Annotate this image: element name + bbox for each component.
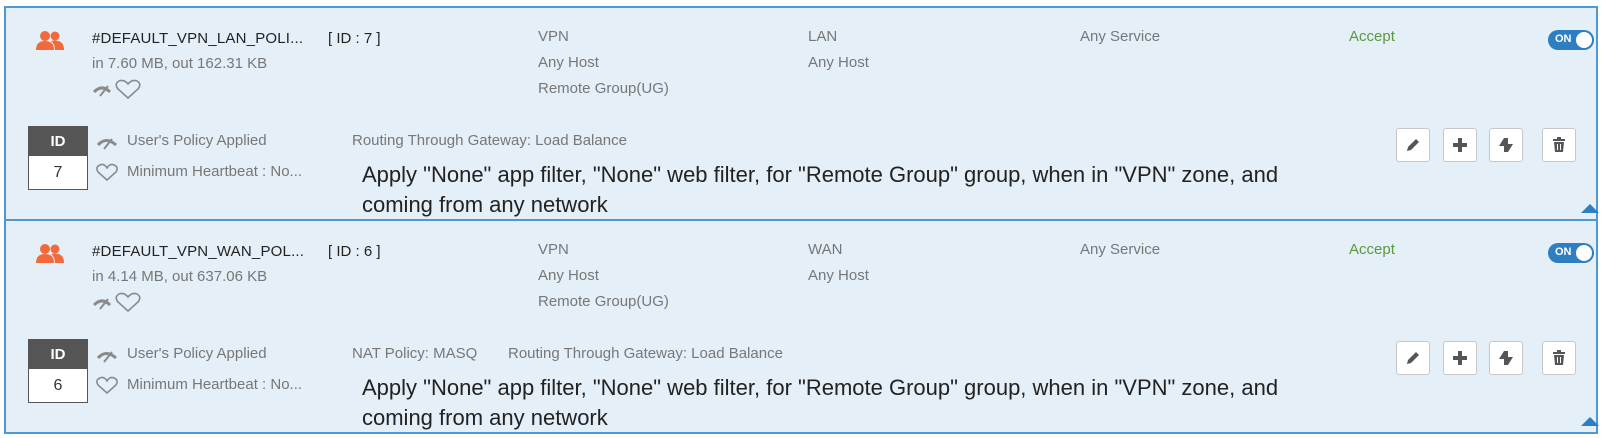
move-button[interactable] — [1489, 341, 1523, 375]
id-header: ID — [29, 127, 87, 156]
source-host: Any Host — [538, 54, 599, 71]
destination-zone: WAN — [808, 241, 843, 258]
heartbeat-label: Minimum Heartbeat : No... — [127, 376, 303, 393]
add-button[interactable] — [1443, 128, 1477, 162]
rule-description: Apply "None" app filter, "None" web filt… — [362, 375, 1279, 430]
rule-id-label: [ ID : 7 ] — [328, 30, 381, 47]
plus-icon — [1453, 138, 1467, 152]
toggle-knob — [1576, 245, 1592, 261]
rule-description: Apply "None" app filter, "None" web filt… — [362, 162, 1279, 217]
rule-id-box: ID 6 — [28, 339, 88, 403]
destination-host: Any Host — [808, 54, 869, 71]
rule-toggle[interactable]: ON — [1548, 30, 1594, 50]
heartbeat-icon — [115, 292, 141, 313]
policy-icon — [92, 85, 112, 97]
service-column: Any Service — [1080, 28, 1161, 45]
move-icon — [1499, 351, 1513, 365]
users-icon — [36, 244, 64, 263]
service-column: Any Service — [1080, 241, 1161, 258]
policy-icon — [92, 298, 112, 310]
rule-id-label: [ ID : 6 ] — [328, 243, 381, 260]
rule-name[interactable]: #DEFAULT_VPN_WAN_POL... — [92, 243, 305, 260]
rule-status-icons — [92, 79, 141, 100]
toggle-label: ON — [1555, 246, 1572, 258]
destination-column: WAN Any Host — [808, 237, 869, 289]
nat-policy-info: NAT Policy: MASQ — [352, 345, 478, 362]
heartbeat-icon — [96, 376, 118, 394]
toggle-knob — [1576, 32, 1592, 48]
source-column: VPN Any Host Remote Group(UG) — [538, 24, 669, 102]
move-icon — [1499, 138, 1513, 152]
pencil-icon — [1407, 352, 1419, 364]
rule-name[interactable]: #DEFAULT_VPN_LAN_POLI... — [92, 30, 304, 47]
policy-icon — [96, 138, 118, 150]
traffic-stats: in 7.60 MB, out 162.31 KB — [92, 55, 268, 72]
traffic-stats: in 4.14 MB, out 637.06 KB — [92, 268, 268, 285]
toggle-label: ON — [1555, 33, 1572, 45]
edit-button[interactable] — [1396, 128, 1430, 162]
routing-info: Routing Through Gateway: Load Balance — [352, 132, 627, 149]
trash-icon — [1553, 137, 1565, 152]
delete-button[interactable] — [1542, 128, 1576, 162]
rule-row[interactable]: #DEFAULT_VPN_WAN_POL... [ ID : 6 ] in 4.… — [4, 219, 1599, 434]
action-column: Accept — [1349, 241, 1395, 258]
destination-column: LAN Any Host — [808, 24, 869, 76]
plus-icon — [1453, 351, 1467, 365]
destination-host: Any Host — [808, 267, 869, 284]
routing-info: Routing Through Gateway: Load Balance — [508, 345, 783, 362]
id-header: ID — [29, 340, 87, 369]
rule-toggle[interactable]: ON — [1548, 243, 1594, 263]
source-group: Remote Group(UG) — [538, 80, 669, 97]
edit-button[interactable] — [1396, 341, 1430, 375]
trash-icon — [1553, 350, 1565, 365]
move-button[interactable] — [1489, 128, 1523, 162]
source-column: VPN Any Host Remote Group(UG) — [538, 237, 669, 315]
heartbeat-icon — [115, 79, 141, 100]
heartbeat-label: Minimum Heartbeat : No... — [127, 163, 303, 180]
rule-status-icons — [92, 292, 141, 313]
action-column: Accept — [1349, 28, 1395, 45]
user-policy-label: User's Policy Applied — [127, 132, 267, 149]
source-group: Remote Group(UG) — [538, 293, 669, 310]
id-value: 6 — [53, 377, 63, 394]
rule-id-box: ID 7 — [28, 126, 88, 190]
add-button[interactable] — [1443, 341, 1477, 375]
policy-icon — [96, 351, 118, 363]
pencil-icon — [1407, 139, 1419, 151]
source-zone: VPN — [538, 241, 569, 258]
delete-button[interactable] — [1542, 341, 1576, 375]
users-icon — [36, 31, 64, 50]
user-policy-label: User's Policy Applied — [127, 345, 267, 362]
source-zone: VPN — [538, 28, 569, 45]
collapse-arrow-icon[interactable] — [1581, 204, 1599, 213]
source-host: Any Host — [538, 267, 599, 284]
heartbeat-icon — [96, 163, 118, 181]
rule-row[interactable]: #DEFAULT_VPN_LAN_POLI... [ ID : 7 ] in 7… — [4, 6, 1599, 221]
collapse-arrow-icon[interactable] — [1581, 417, 1599, 426]
id-value: 7 — [53, 164, 63, 181]
destination-zone: LAN — [808, 28, 838, 45]
